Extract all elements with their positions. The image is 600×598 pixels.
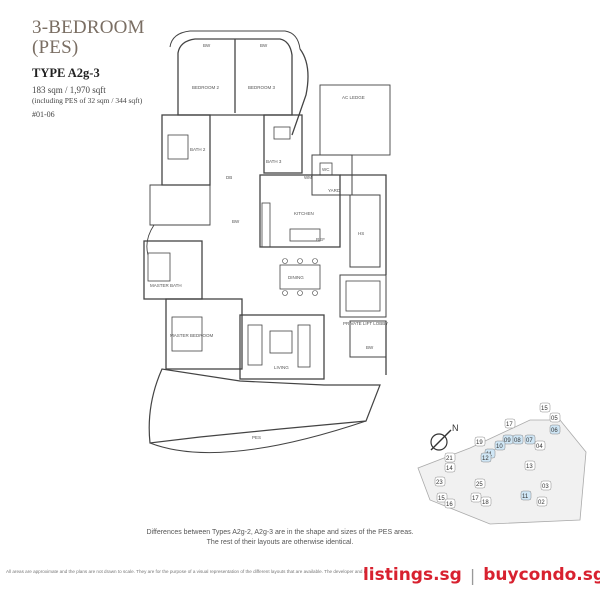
branding-banner: listings.sg | buycondo.sg	[363, 560, 600, 590]
site-block-23	[434, 476, 446, 487]
label-bw-2: BW	[260, 43, 268, 48]
site-block-label: 25	[476, 482, 483, 488]
site-block-16	[444, 498, 456, 509]
disclaimer: All areas are approximate and the plans …	[6, 569, 366, 574]
label-ac-ledge: AC LEDGE	[342, 95, 365, 100]
site-block-label: 03	[542, 484, 549, 490]
site-block-15	[436, 492, 448, 503]
compass-north-label: N	[452, 423, 459, 433]
label-bw-4: BW	[366, 345, 374, 350]
label-yard: YARD	[328, 188, 341, 193]
site-block-label: 05	[551, 416, 558, 422]
site-block-25	[474, 478, 486, 489]
site-block-label: 21	[446, 456, 453, 462]
site-block-label: 17	[472, 496, 479, 502]
site-block-08	[512, 434, 524, 445]
compass-icon: N	[430, 423, 459, 451]
label-bedroom-3: BEDROOM 3	[248, 85, 276, 90]
page-title: 3-BEDROOM (PES)	[32, 18, 172, 58]
site-block-15	[539, 402, 551, 413]
label-ref: REF	[316, 237, 325, 242]
site-block-12	[480, 452, 492, 463]
site-block-07	[524, 434, 536, 445]
label-bath-3: BATH 3	[266, 159, 282, 164]
site-block-02	[536, 496, 548, 507]
site-block-label: 16	[446, 502, 453, 508]
label-living: LIVING	[274, 365, 289, 370]
floor-plan: BEDROOM 2 BEDROOM 3 BATH 2 BATH 3 KITCHE…	[143, 30, 391, 454]
label-master-bedroom: MASTER BEDROOM	[170, 333, 214, 338]
label-db: DB	[226, 175, 232, 180]
layout-note-1: Differences between Types A2g-2, A2g-3 a…	[146, 529, 414, 536]
site-block-03	[540, 480, 552, 491]
site-block-06	[549, 424, 561, 435]
site-block-10	[494, 440, 506, 451]
site-block-19	[474, 436, 486, 447]
label-bedroom-2: BEDROOM 2	[192, 85, 220, 90]
site-block-label: 02	[538, 500, 545, 506]
site-key-plan: 1505061709080710111912042113140323251102…	[417, 402, 587, 525]
label-bw-1: BW	[203, 43, 211, 48]
site-block-label: 10	[496, 444, 503, 450]
brand-buycondo[interactable]: buycondo.sg	[483, 565, 600, 585]
site-block-label: 04	[536, 444, 543, 450]
site-block-label: 13	[526, 464, 533, 470]
label-dining: DINING	[288, 275, 304, 280]
label-hs: HS	[358, 231, 364, 236]
site-block-label: 11	[522, 494, 529, 500]
layout-note-2: The rest of their layouts are otherwise …	[206, 539, 354, 546]
site-block-label: 06	[551, 428, 558, 434]
site-block-05	[549, 412, 561, 423]
site-block-label: 15	[541, 406, 548, 412]
site-block-label: 15	[438, 496, 445, 502]
site-block-label: 08	[514, 438, 521, 444]
label-kitchen: KITCHEN	[294, 211, 314, 216]
site-block-label: 23	[436, 480, 443, 486]
site-block-label: 09	[504, 438, 511, 444]
label-bw-3: BW	[232, 219, 240, 224]
unit-number: #01-06	[32, 110, 55, 119]
site-block-17	[470, 492, 482, 503]
site-block-21	[444, 452, 456, 463]
label-master-bath: MASTER BATH	[150, 283, 182, 288]
title-line-2: (PES)	[32, 37, 79, 58]
unit-type: TYPE A2g-3	[32, 66, 100, 80]
unit-area: 183 sqm / 1,970 sqft	[32, 85, 106, 95]
title-line-1: 3-BEDROOM	[32, 17, 145, 38]
label-private-lift-lobby: PRIVATE LIFT LOBBY	[343, 321, 388, 326]
site-block-14	[444, 462, 456, 473]
label-wc: WC	[322, 167, 330, 172]
site-block-04	[534, 440, 546, 451]
site-block-label: 19	[476, 440, 483, 446]
label-pes: PES	[252, 435, 261, 440]
brand-separator: |	[469, 565, 476, 585]
site-block-18	[480, 496, 492, 507]
site-block-label: 18	[482, 500, 489, 506]
site-block-label: 07	[526, 438, 533, 444]
site-block-label: 17	[506, 422, 513, 428]
site-block-17	[504, 418, 516, 429]
site-block-13	[524, 460, 536, 471]
label-bath-2: BATH 2	[190, 147, 206, 152]
label-wm: WM	[304, 175, 312, 180]
site-block-label: 14	[446, 466, 453, 472]
brand-listings[interactable]: listings.sg	[362, 565, 462, 585]
site-block-label: 12	[482, 456, 489, 462]
site-block-11	[520, 490, 532, 501]
pes-area-note: (including PES of 32 sqm / 344 sqft)	[32, 96, 143, 105]
